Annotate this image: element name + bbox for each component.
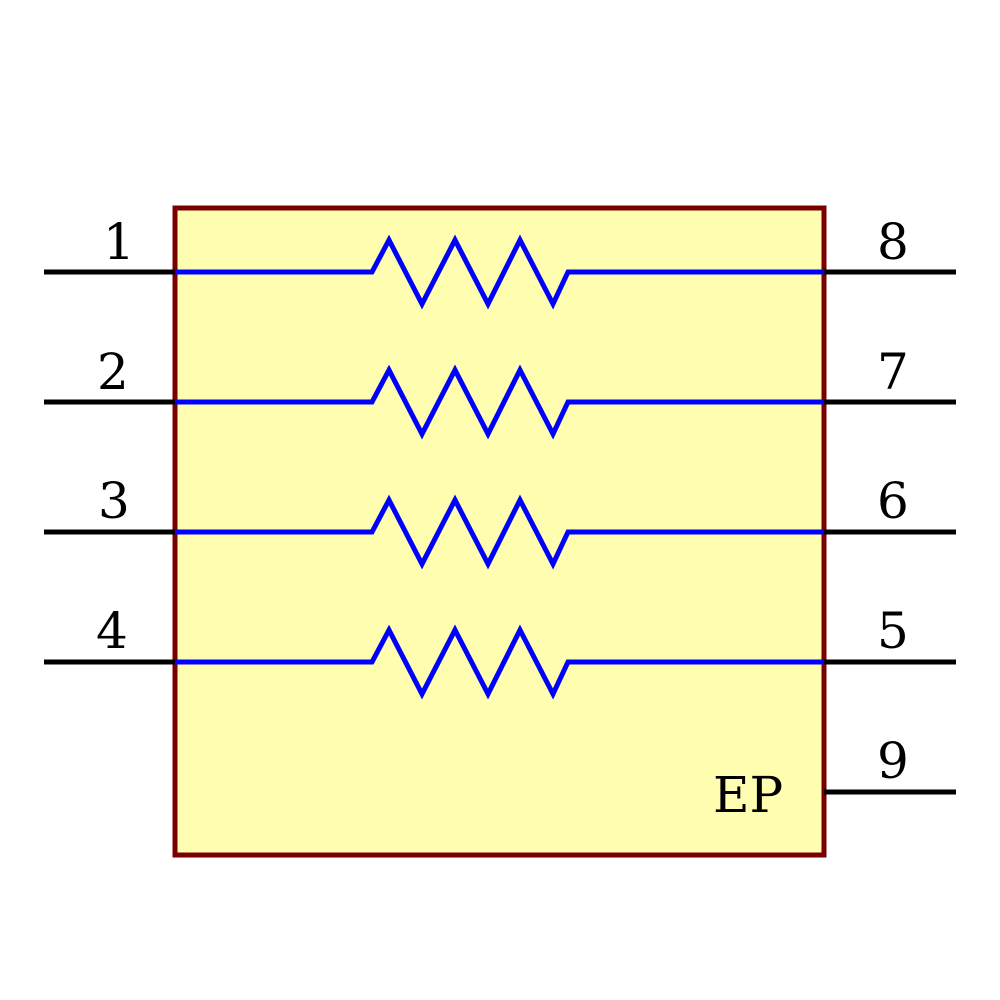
- resistor-r1: [175, 234, 824, 310]
- resistor-r4: [175, 624, 824, 700]
- resistor-r2: [175, 364, 824, 440]
- pin-9-label: 9: [877, 732, 909, 790]
- pin-7-label: 7: [877, 343, 909, 401]
- pin-8-label: 8: [877, 213, 909, 271]
- pin-6-label: 6: [877, 472, 909, 530]
- exposed-pad-label: EP: [713, 766, 783, 824]
- resistor-r3: [175, 494, 824, 570]
- pin-2-label: 2: [97, 343, 129, 401]
- pin-1-label: 1: [103, 213, 135, 271]
- pin-3-label: 3: [98, 472, 130, 530]
- pin-4-label: 4: [96, 602, 128, 660]
- pin-5-label: 5: [877, 602, 909, 660]
